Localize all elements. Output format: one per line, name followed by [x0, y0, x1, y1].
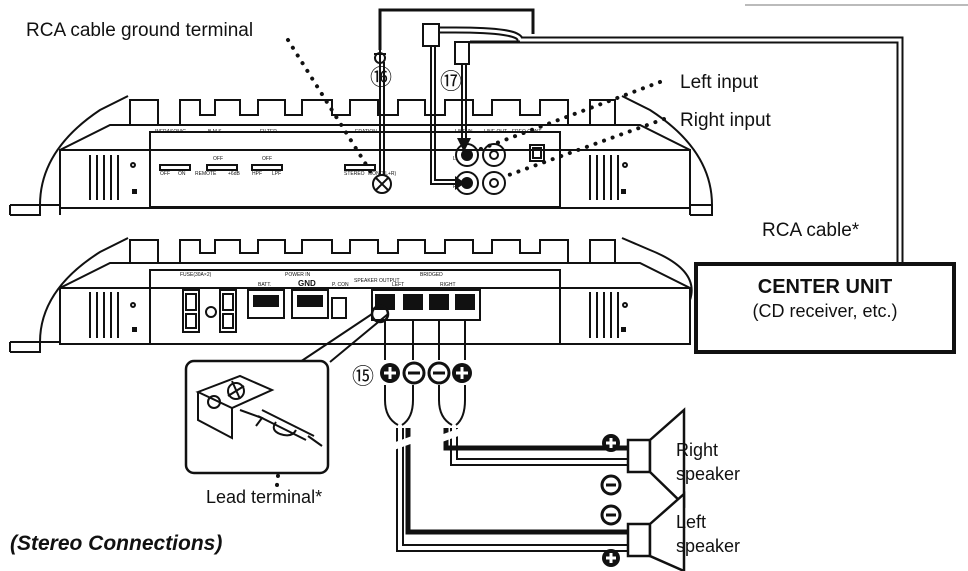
rca-ground-callout: RCA cable ground terminal: [26, 20, 254, 41]
power-in-label: POWER IN: [285, 272, 311, 278]
batt-terminal: [247, 289, 285, 319]
fuse-1: [182, 289, 200, 333]
rca-cable-callout: RCA cable*: [762, 220, 860, 241]
plus-icon: [602, 549, 620, 567]
top-panel-labels: INFRASONIC OFF ON B.M.S. OFF REMOTE +6dB…: [155, 129, 541, 190]
bms-boost-label: +6dB: [228, 171, 240, 177]
right-speaker-icon: [626, 407, 686, 508]
cable-breaks: [390, 427, 464, 451]
insert-arrows: [455, 138, 471, 190]
line-out-label: LINE OUT: [484, 129, 507, 135]
minus-icon: [600, 504, 622, 526]
rca-plugs: [374, 23, 470, 65]
center-unit-subtitle: (CD receiver, etc.): [752, 301, 898, 321]
left-label: LEFT: [392, 282, 404, 288]
speaker-output-label: SPEAKER OUTPUT: [354, 278, 400, 284]
filter-lpf-label: LPF: [272, 171, 281, 177]
center-unit-title: CENTER UNIT: [757, 276, 893, 298]
speaker-wires: [384, 320, 466, 426]
minus-icon: [600, 474, 622, 496]
operation-label: ERATION: [355, 129, 377, 135]
gnd-label: GND: [298, 279, 316, 288]
filter-hpf-label: HPF: [252, 171, 262, 177]
left-speaker-icon: [626, 491, 686, 571]
diagram-caption: (Stereo Connections): [10, 532, 223, 555]
minus-icon: [402, 361, 426, 385]
speaker-cables: [396, 428, 628, 552]
right-input-callout: Right input: [680, 110, 771, 131]
batt-label: BATT.: [258, 282, 271, 288]
right-label: RIGHT: [440, 282, 456, 288]
gnd-terminal: [291, 289, 329, 319]
right-speaker-callout-2: speaker: [676, 464, 741, 484]
polarity-badges: [380, 361, 622, 567]
rca-jacks: [455, 143, 506, 195]
line-in-label: LINE IN: [455, 129, 473, 135]
top-l-label: L: [453, 156, 456, 162]
top-amplifier: [9, 95, 713, 216]
right-speaker-callout-1: Right: [676, 440, 719, 460]
fuse-2: [219, 289, 237, 333]
detail-inset: [184, 313, 389, 475]
op-mono-label: MONO(L+R): [368, 171, 397, 177]
center-unit-box: CENTER UNIT (CD receiver, etc.): [694, 262, 956, 354]
left-input-callout: Left input: [680, 72, 759, 93]
bottom-panel-labels: FUSE(30A×2) POWER IN GND BATT. P. CON SP…: [180, 272, 456, 288]
pcon-label: P. CON: [332, 282, 349, 288]
fuse-label: FUSE(30A×2): [180, 272, 212, 278]
plus-icon: [380, 363, 400, 383]
infrasonic-label: INFRASONIC: [155, 129, 186, 135]
left-speaker-callout-1: Left: [676, 512, 707, 532]
step-number-16: ⑯: [370, 66, 393, 91]
infrasonic-off-label: OFF: [160, 171, 170, 177]
bms-label: B.M.S.: [208, 129, 223, 135]
speaker-output-block: [371, 289, 481, 321]
bms-remote-label: REMOTE: [195, 171, 217, 177]
bottom-amplifier: [9, 237, 693, 353]
minus-icon: [427, 361, 451, 385]
lead-terminal-callout: Lead terminal*: [206, 487, 323, 507]
step-number-17: ⑰: [440, 70, 463, 95]
step-number-15: ⑮: [352, 365, 375, 390]
pcon-terminal: [331, 297, 347, 319]
op-stereo-label: STEREO: [344, 171, 365, 177]
plus-icon: [602, 434, 620, 452]
plug-leads: [379, 46, 467, 185]
bms-off-label: OFF: [213, 156, 223, 162]
filter-label: FILTER: [260, 129, 277, 135]
filter-off-label: OFF: [262, 156, 272, 162]
gain-label: FREQ CONT: [512, 129, 541, 135]
plus-icon: [452, 363, 472, 383]
left-speaker-callout-2: speaker: [676, 536, 741, 556]
ground-screw-icon: [372, 174, 392, 194]
bridged-label: BRIDGED: [420, 272, 443, 278]
infrasonic-on-label: ON: [178, 171, 186, 177]
rca-cable: [378, 8, 904, 262]
